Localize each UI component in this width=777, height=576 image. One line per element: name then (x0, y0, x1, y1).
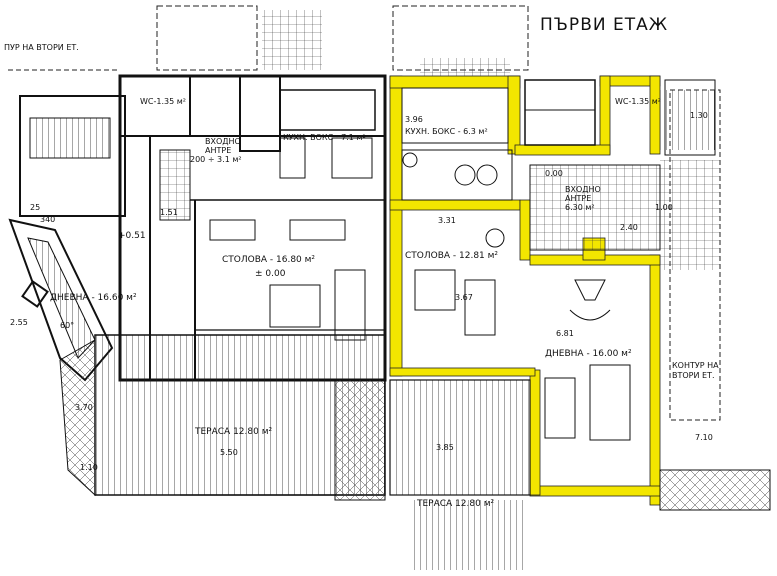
left-kitchen-block (279, 89, 376, 179)
label-contour-right-2: ВТОРИ ЕТ. (672, 371, 715, 380)
left-dining-furniture (209, 219, 366, 341)
label-wc-right: WC-1.35 м² (615, 97, 661, 106)
label-vhod-left-area: 200 ÷ 3.1 м² (190, 155, 242, 164)
right-terrace-hatch (390, 380, 530, 495)
dim-3: 3.67 (455, 293, 473, 302)
label-dining-right: СТОЛОВА - 12.81 м² (405, 251, 498, 261)
left-window-block (29, 117, 111, 159)
label-contour-left: ПУР НА ВТОРИ ЕТ. (4, 43, 79, 52)
label-level-right: 0.00 (545, 169, 563, 178)
dim-4: 6.81 (556, 329, 574, 338)
dim-7: 3.70 (75, 403, 93, 412)
right-lower-steps (410, 500, 525, 570)
label-living-right: ДНЕВНА - 16.00 м² (545, 349, 632, 359)
label-contour-right-1: КОНТУР НА (672, 361, 719, 370)
dim-1: 3.96 (405, 115, 423, 124)
dim-10: 2.55 (10, 318, 28, 327)
dim-9: 60° (60, 321, 74, 330)
label-living-left: ДНЕВНА - 16.60 м² (50, 293, 137, 303)
dim-14: 1.30 (690, 111, 708, 120)
label-kitchen-left: КУХН. БОКС - 7.1 м² (283, 133, 366, 142)
label-terrace-left: ТЕРАСА 12.80 м² (194, 427, 272, 437)
left-side-stair (159, 149, 191, 221)
plan-title: ПЪРВИ ЕТАЖ (540, 15, 668, 35)
label-kitchen-right: КУХН. БОКС - 6.3 м² (405, 127, 488, 136)
label-vhod-right-area: 6.30 м² (565, 203, 595, 212)
label-vhod-right-2: АНТРЕ (565, 194, 591, 203)
stair-grid-top-left (262, 10, 322, 70)
right-upper-hatch (660, 90, 715, 150)
right-ground-stone (659, 469, 771, 511)
label-dining-left: СТОЛОВА - 16.80 м² (222, 255, 315, 265)
label-level-left: ± 0.00 (255, 269, 286, 279)
dim-5: 5.50 (220, 448, 238, 457)
dim-6: 3.85 (436, 443, 454, 452)
dim-0: 340 (40, 215, 55, 224)
upper-floor-outline-left (156, 5, 258, 71)
label-wc-left: WC-1.35 м² (140, 97, 186, 106)
room-labels: ПУР НА ВТОРИ ЕТ. WC-1.35 м² ВХОДНО АНТРЕ… (4, 43, 719, 509)
dim-12: 1.00 (655, 203, 673, 212)
label-vhod-left-1: ВХОДНО (205, 137, 241, 146)
label-vhod-right-1: ВХОДНО (565, 185, 601, 194)
right-house-interior (401, 79, 716, 441)
label-terrace-right: ТЕРАСА 12.80 м² (416, 499, 494, 509)
right-entrance-grid (660, 160, 720, 270)
dim-16: 25 (30, 203, 40, 212)
stair-grid-top-right (420, 58, 510, 78)
label-vhod-left-2: АНТРЕ (205, 146, 231, 155)
dimension-labels: 340 3.96 3.31 3.67 6.81 5.50 3.85 3.70 1… (10, 111, 713, 472)
left-terrace-stone (59, 339, 96, 497)
upper-floor-contour-right (669, 89, 721, 421)
dim-15: 1.51 (160, 208, 178, 217)
dim-8: 1.10 (80, 463, 98, 472)
dim-13: 2.40 (620, 223, 638, 232)
center-stone-strip (334, 379, 386, 501)
label-level-side: +0.51 (118, 231, 146, 241)
dim-2: 3.31 (438, 216, 456, 225)
dim-11: 7.10 (695, 433, 713, 442)
